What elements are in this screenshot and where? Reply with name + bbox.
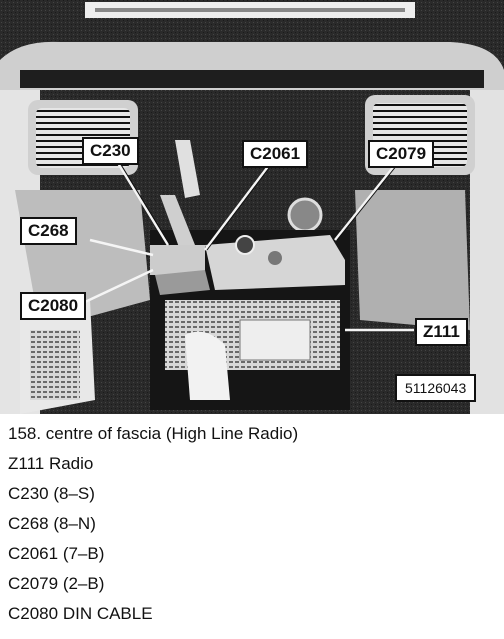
connector-lower xyxy=(155,270,210,295)
radio-screw xyxy=(268,251,282,265)
right-side-panel xyxy=(470,90,504,414)
caption-item: C230 (8–S) xyxy=(8,484,95,503)
leader-c268 xyxy=(89,238,154,257)
leader-lines-shadow xyxy=(119,162,398,251)
fascia-photo xyxy=(0,0,504,414)
callout-c2080: C2080 xyxy=(20,292,87,320)
heater-knob xyxy=(287,197,323,233)
leader-c2079-edge xyxy=(336,164,398,241)
leader-lines xyxy=(84,162,414,332)
callout-c2061: C2061 xyxy=(242,140,309,168)
callout-c268: C268 xyxy=(20,217,77,245)
connector-block xyxy=(150,245,205,275)
leader-c2061 xyxy=(204,163,271,251)
wire-bundle-b xyxy=(175,140,200,198)
caption-item: C2079 (2–B) xyxy=(8,574,105,593)
callout-c2079: C2079 xyxy=(368,140,435,168)
leader-c2061-edge xyxy=(206,163,273,251)
radio-knob xyxy=(235,235,255,255)
caption-item: C2061 (7–B) xyxy=(8,544,105,563)
caption-item: C268 (8–N) xyxy=(8,514,96,533)
leader-c230-edge xyxy=(119,162,171,246)
leader-c2079 xyxy=(334,164,396,241)
right-mid-trim xyxy=(355,190,470,330)
caption-item: C2080 DIN CABLE xyxy=(8,604,153,623)
figure-number: 51126043 xyxy=(395,374,477,402)
leader-c2080 xyxy=(84,268,154,304)
callout-c230: C230 xyxy=(82,137,139,165)
hand xyxy=(185,331,230,400)
leader-c230 xyxy=(116,162,170,246)
left-grille xyxy=(30,330,80,400)
caption-item: Z111 Radio xyxy=(8,454,94,473)
wire-bundle-a xyxy=(160,195,195,250)
top-trim-slot xyxy=(95,8,405,12)
dash-top-shadow xyxy=(20,70,484,88)
caption-title: 158. centre of fascia (High Line Radio) xyxy=(8,424,299,443)
caption-list: 158. centre of fascia (High Line Radio) … xyxy=(8,422,498,632)
radio-panel xyxy=(239,319,311,361)
callout-z111: Z111 xyxy=(415,318,468,346)
